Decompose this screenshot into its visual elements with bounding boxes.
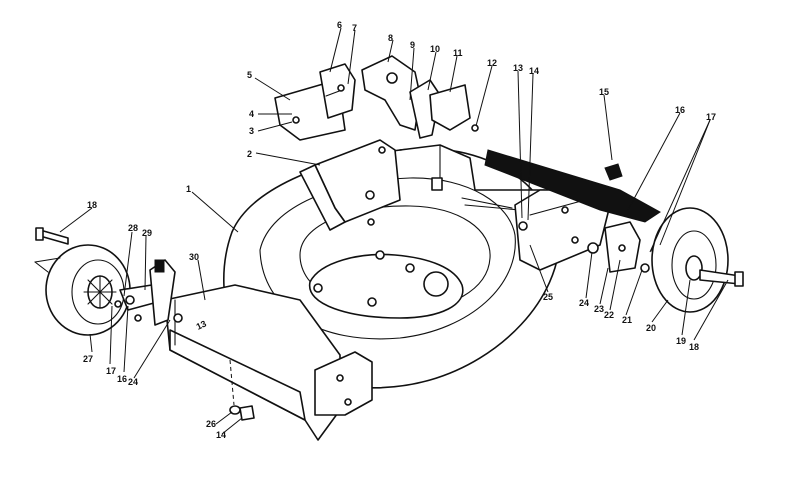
callout-2: 2 bbox=[247, 149, 252, 159]
callout-20: 20 bbox=[646, 323, 656, 333]
callout-12: 12 bbox=[487, 58, 497, 68]
callout-11: 11 bbox=[453, 48, 463, 58]
callout-30: 30 bbox=[189, 252, 199, 262]
callout-15: 15 bbox=[599, 87, 609, 97]
callout-9: 9 bbox=[410, 40, 415, 50]
callout-7: 7 bbox=[352, 23, 357, 33]
callout-24-right: 24 bbox=[579, 298, 589, 308]
callout-8: 8 bbox=[388, 33, 393, 43]
callout-1: 1 bbox=[186, 184, 191, 194]
callout-29: 29 bbox=[142, 228, 152, 238]
callout-25: 25 bbox=[543, 292, 553, 302]
left-axle-assembly bbox=[35, 227, 176, 326]
callout-16-left: 16 bbox=[117, 374, 127, 384]
callout-19: 19 bbox=[676, 336, 686, 346]
callout-26: 26 bbox=[206, 419, 216, 429]
bottom-fasteners bbox=[229, 359, 255, 421]
right-axle-assembly bbox=[587, 221, 666, 273]
callout-27: 27 bbox=[83, 354, 93, 364]
callout-10: 10 bbox=[430, 44, 440, 54]
deck-marking: 13 bbox=[195, 319, 208, 332]
callout-4: 4 bbox=[249, 109, 254, 119]
callout-18-right: 18 bbox=[689, 342, 699, 352]
callout-28: 28 bbox=[128, 223, 138, 233]
callout-21: 21 bbox=[622, 315, 632, 325]
callout-numbers: 1 2 3 4 5 6 7 8 9 10 11 12 13 14 15 16 1… bbox=[83, 20, 716, 440]
callout-18-left: 18 bbox=[87, 200, 97, 210]
callout-17-left: 17 bbox=[106, 366, 116, 376]
callout-16-right: 16 bbox=[675, 105, 685, 115]
leader-lines bbox=[59, 27, 729, 435]
callout-14-bottom: 14 bbox=[216, 430, 226, 440]
mower-deck-housing: 13 bbox=[164, 144, 611, 441]
callout-5: 5 bbox=[247, 70, 252, 80]
callout-13: 13 bbox=[513, 63, 523, 73]
left-front-wheel bbox=[34, 244, 131, 336]
rear-flap bbox=[461, 149, 661, 231]
callout-6: 6 bbox=[337, 20, 342, 30]
callout-24-left: 24 bbox=[128, 377, 138, 387]
callout-3: 3 bbox=[249, 126, 254, 136]
handle-bracket-assembly bbox=[274, 63, 401, 231]
callout-17-right: 17 bbox=[706, 112, 716, 122]
height-adjuster-assembly bbox=[361, 55, 479, 139]
right-rear-wheel bbox=[651, 207, 744, 313]
callout-22: 22 bbox=[604, 310, 614, 320]
callout-23: 23 bbox=[594, 304, 604, 314]
callout-14-top: 14 bbox=[529, 66, 539, 76]
